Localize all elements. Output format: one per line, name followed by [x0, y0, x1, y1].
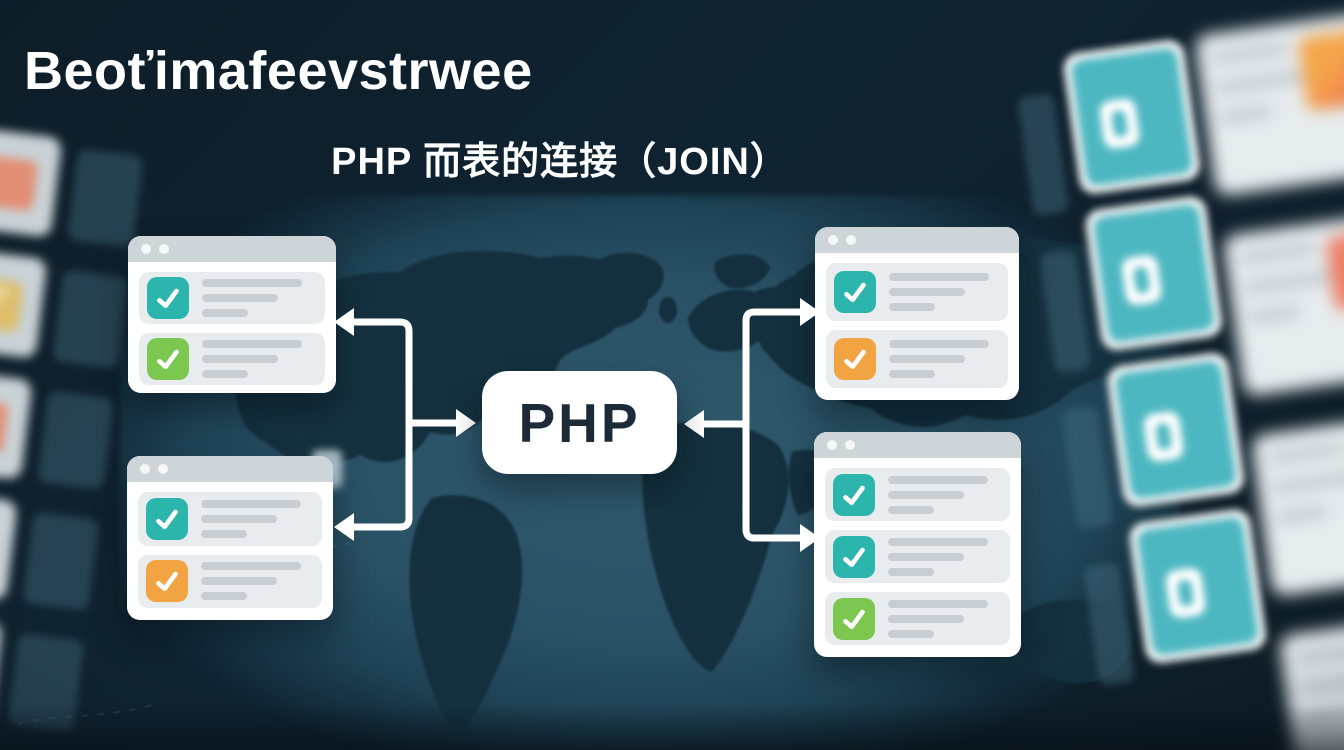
arrowhead-right-bottom-icon — [800, 524, 820, 552]
page-title: Beoťimafeevstrwee — [24, 41, 533, 101]
arrowhead-right-top-icon — [800, 298, 820, 326]
arrowhead-left-bottom-icon — [334, 513, 354, 541]
page-subtitle: PHP 而表的连接（JOIN） — [331, 141, 789, 183]
php-label: PHP — [518, 391, 641, 454]
right-bracket-connector — [742, 308, 810, 542]
arrowhead-left-top-icon — [334, 308, 354, 336]
left-bracket-connector — [346, 318, 413, 531]
php-node: PHP — [482, 371, 677, 474]
arrowhead-into-php-left-icon — [456, 409, 476, 437]
arrowhead-into-php-right-icon — [684, 410, 704, 438]
